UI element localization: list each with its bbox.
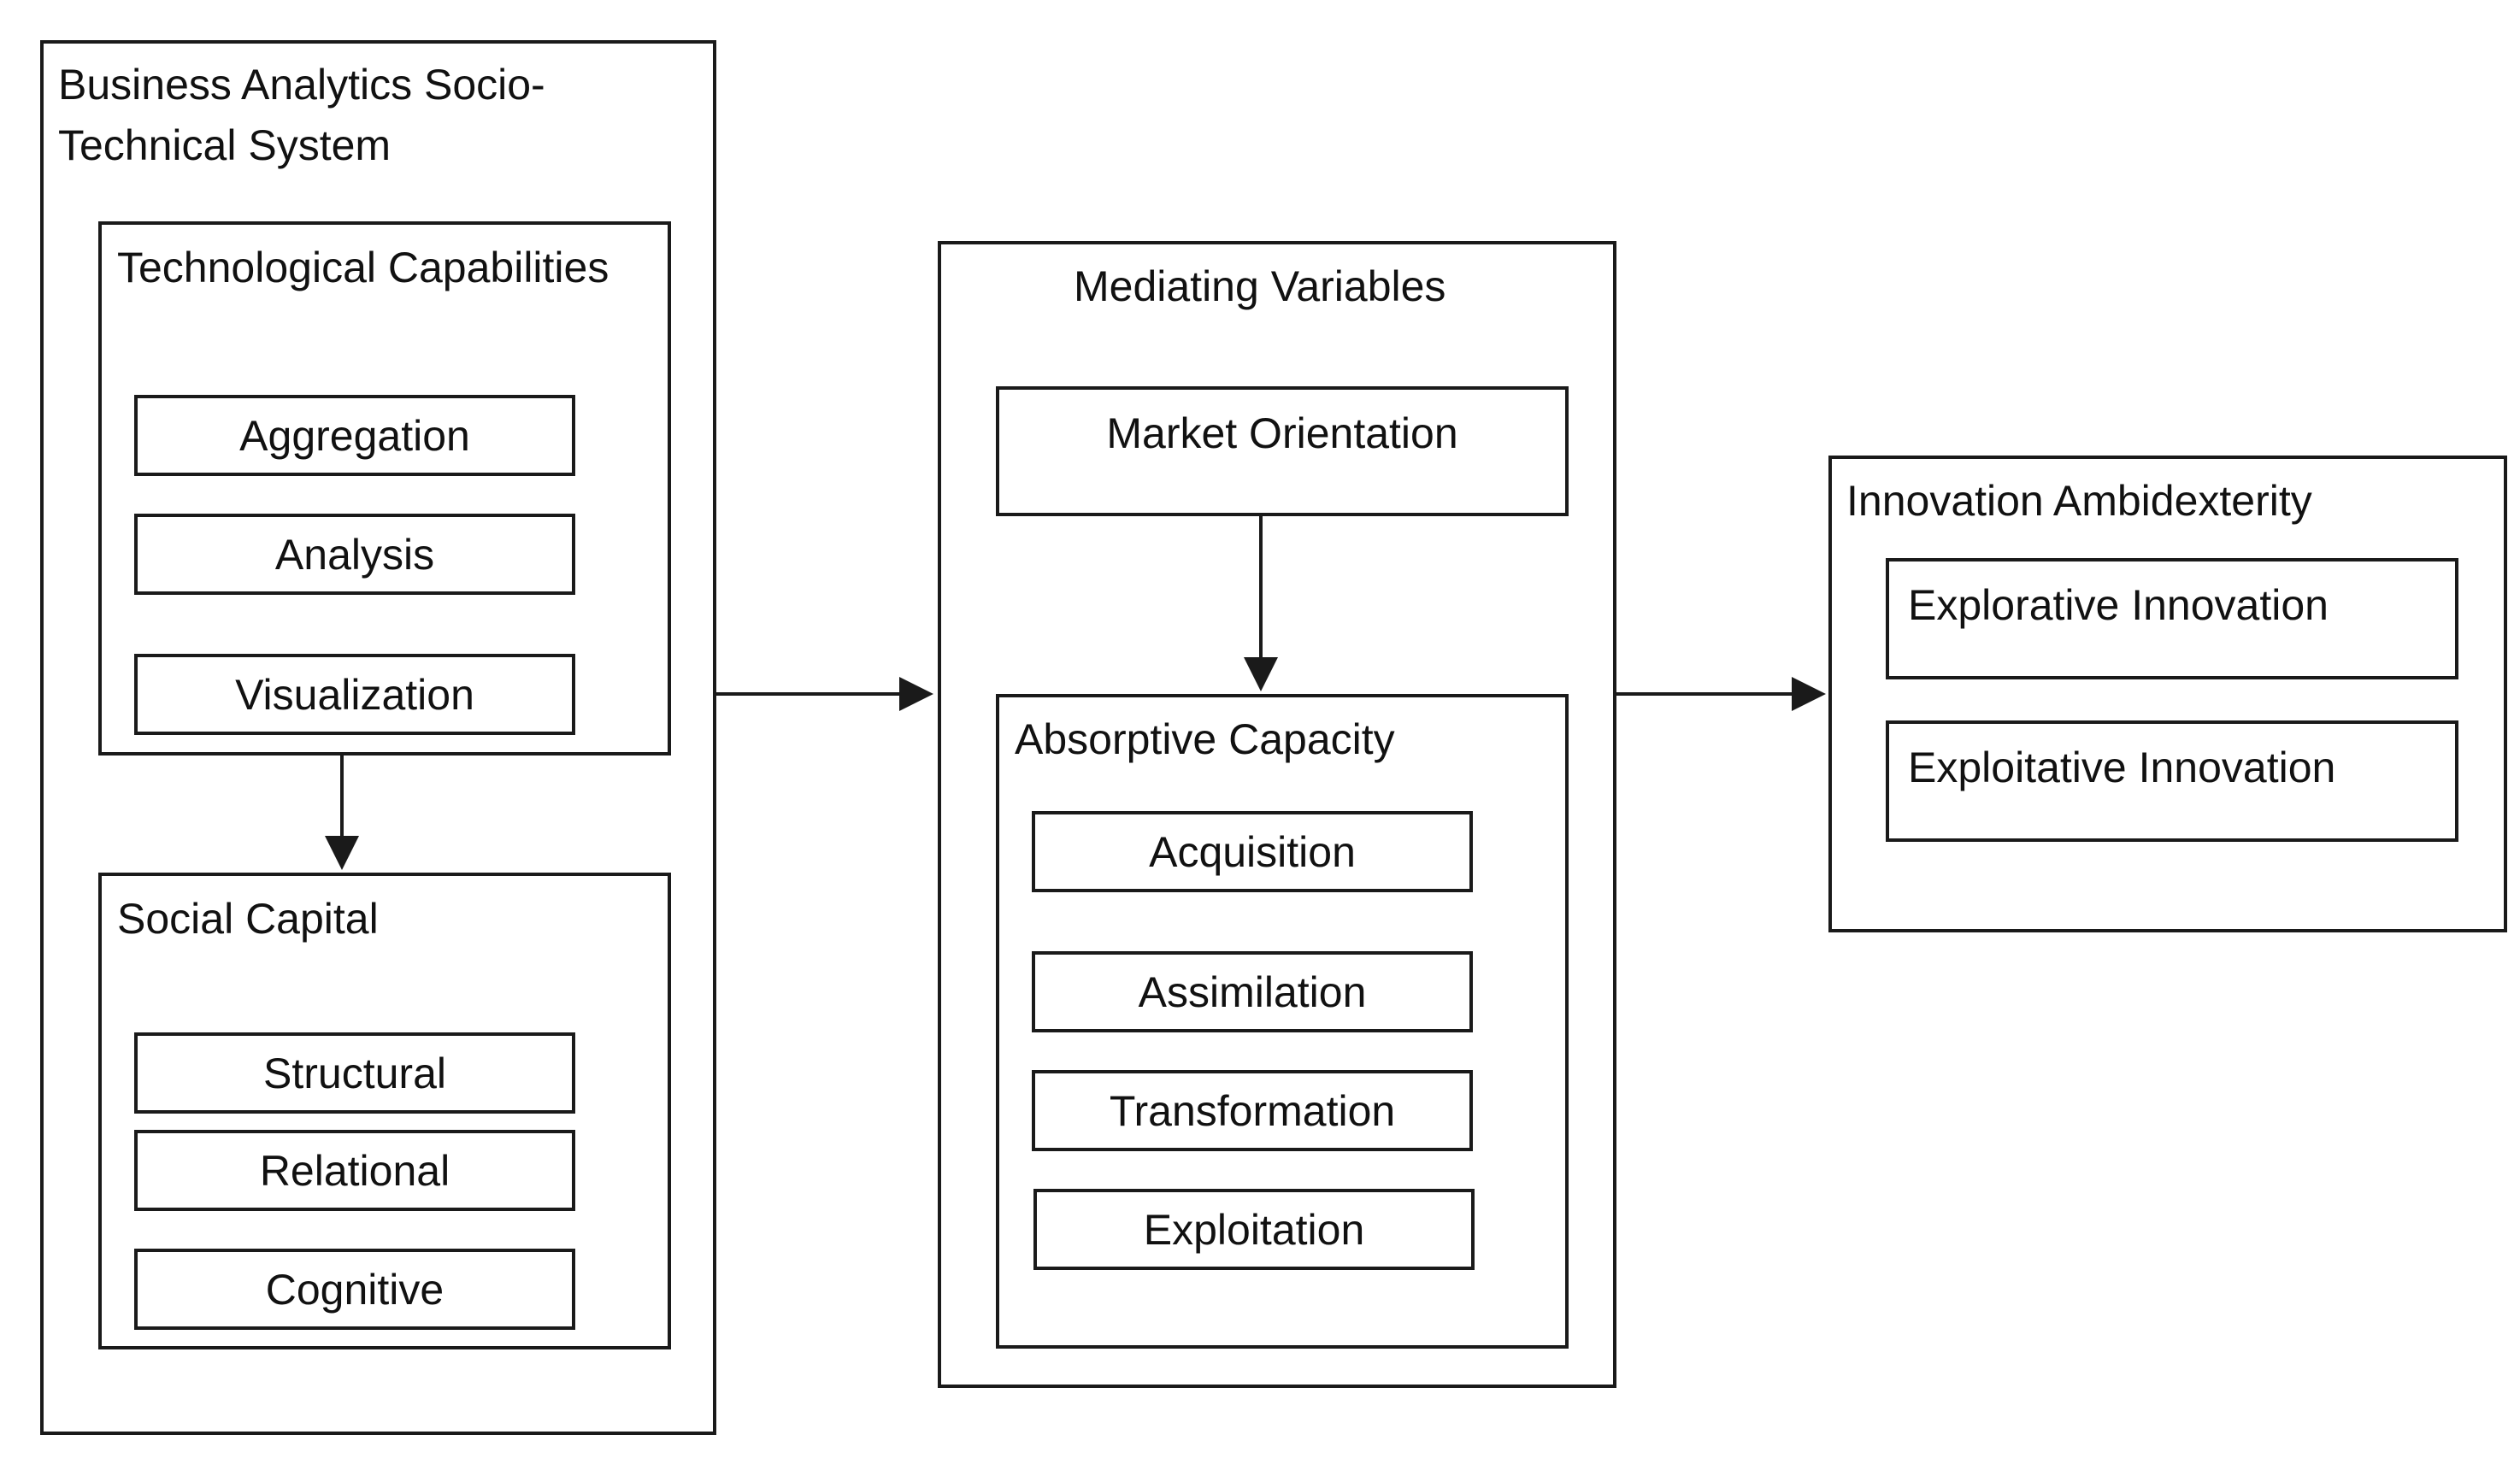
- visualization-box: Visualization: [134, 654, 575, 735]
- business-analytics-system-title-line1: Business Analytics Socio-: [58, 61, 545, 109]
- market-orientation-box: Market Orientation: [996, 386, 1569, 516]
- mediating-variables-title: Mediating Variables: [1074, 262, 1446, 310]
- relational-box: Relational: [134, 1130, 575, 1211]
- transformation-box: Transformation: [1032, 1070, 1473, 1151]
- structural-box: Structural: [134, 1032, 575, 1114]
- aggregation-box: Aggregation: [134, 395, 575, 476]
- innovation-ambidexterity-box: [1828, 456, 2507, 932]
- absorptive-capacity-title: Absorptive Capacity: [1015, 715, 1395, 763]
- technological-capabilities-title: Technological Capabilities: [117, 244, 609, 291]
- innovation-ambidexterity-title: Innovation Ambidexterity: [1846, 477, 2312, 525]
- analysis-box: Analysis: [134, 514, 575, 595]
- acquisition-box: Acquisition: [1032, 811, 1473, 892]
- business-analytics-system-title-line2: Technical System: [58, 121, 392, 169]
- cognitive-box: Cognitive: [134, 1249, 575, 1330]
- exploitation-box: Exploitation: [1033, 1189, 1475, 1270]
- social-capital-title: Social Capital: [117, 895, 379, 943]
- assimilation-box: Assimilation: [1032, 951, 1473, 1032]
- explorative-innovation-box: Explorative Innovation: [1886, 558, 2458, 679]
- exploitative-innovation-box: Exploitative Innovation: [1886, 720, 2458, 842]
